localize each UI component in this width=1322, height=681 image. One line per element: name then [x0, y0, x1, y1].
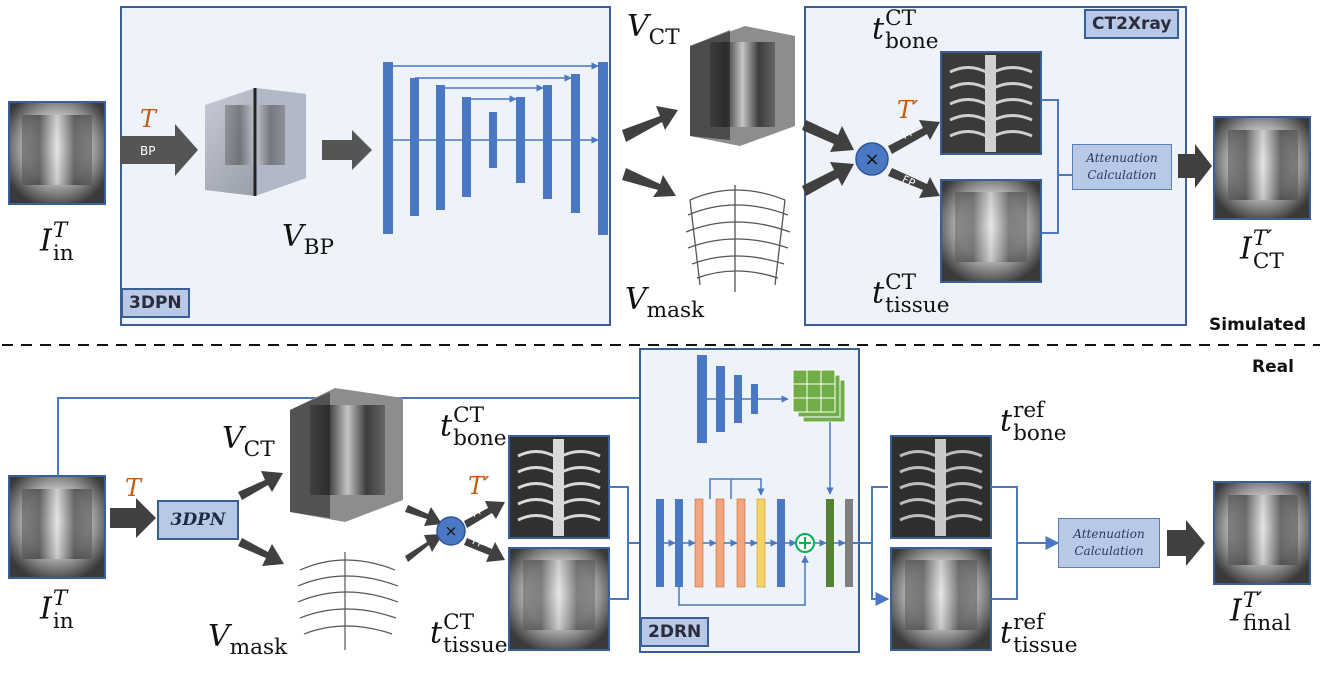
t-bone-ref-image — [890, 435, 992, 539]
transform-tprime-top: T′ — [897, 96, 919, 124]
t-tissue-ct-bottom-image — [508, 547, 610, 651]
feature-maps — [792, 369, 846, 423]
feature-encoder — [697, 355, 758, 443]
vct-volume-top — [690, 26, 795, 146]
label-v-mask-bottom: Vmask — [208, 619, 288, 660]
connector-tissue-to-atten-top — [1041, 158, 1059, 234]
vmask-volume-top — [685, 185, 791, 292]
arrow-vmask-to-mult-bottom — [405, 534, 443, 562]
simulated-label: Simulated — [1209, 315, 1307, 335]
arrow-to-output-top — [1178, 144, 1212, 188]
real-label: Real — [1252, 357, 1294, 377]
connector-bone-to-atten-top — [1041, 99, 1072, 176]
label-v-bp: VBP — [282, 219, 335, 260]
3dpn-panel — [120, 6, 611, 326]
attenuation-line1-bottom: Attenuation — [1073, 527, 1145, 541]
attenuation-line2-top: Calculation — [1087, 168, 1157, 182]
t-bone-ct-top-image — [940, 51, 1042, 155]
arrow-to-unet-top — [322, 130, 372, 170]
input-xray-bottom — [8, 475, 106, 579]
fp-arrow-bone-bottom — [464, 501, 505, 528]
attenuation-line2-bottom: Calculation — [1074, 544, 1144, 558]
arrow-vct-to-mult-top — [802, 120, 854, 152]
t-bone-ct-bottom-image — [508, 435, 610, 539]
3dpn-tag: 3DPN — [121, 288, 190, 318]
label-v-ct-bottom: VCT — [222, 421, 275, 462]
transform-t-top: T — [140, 105, 157, 133]
unet-skip-connections-top — [387, 62, 599, 144]
fp-arrow-bone-top — [888, 120, 940, 154]
input-xray-top — [8, 101, 106, 205]
bp-arrow — [120, 124, 198, 176]
t-tissue-ref-image — [890, 547, 992, 651]
transform-tprime-bottom: T′ — [468, 472, 490, 500]
output-xray-bottom — [1213, 481, 1311, 585]
vmask-volume-bottom — [297, 552, 399, 650]
vct-volume-bottom — [290, 388, 403, 522]
arrow-to-vct-bottom — [238, 471, 283, 500]
connector-input-to-encoder — [57, 391, 695, 476]
multiply-op-top — [855, 142, 889, 176]
transform-t-bottom: T — [125, 474, 142, 502]
arrow-to-vct-top — [622, 106, 678, 142]
label-v-ct-top: VCT — [627, 9, 680, 50]
fp-arrow-tissue-bottom — [464, 538, 505, 562]
svg-text:×: × — [445, 522, 458, 540]
output-xray-top — [1213, 116, 1311, 220]
residual-network — [656, 498, 853, 588]
2drn-tag: 2DRN — [640, 617, 710, 647]
vbp-volume — [205, 88, 306, 196]
arrow-vct-to-mult-bottom — [405, 505, 442, 526]
label-v-mask-top: Vmask — [625, 282, 705, 323]
arrow-to-output-bottom — [1167, 520, 1205, 566]
svg-text:×: × — [864, 149, 879, 170]
bp-label: BP — [140, 144, 156, 158]
arrow-to-3dpn-bottom — [110, 498, 156, 538]
connector-ref-to-atten — [991, 486, 1058, 600]
connector-2drn-to-ref — [853, 486, 888, 599]
t-tissue-ct-top-image — [940, 179, 1042, 283]
arrow-vmask-to-mult-top — [802, 162, 854, 196]
arrow-to-vmask-top — [622, 168, 676, 197]
ct2xray-tag: CT2Xray — [1084, 9, 1180, 39]
arrow-to-vmask-bottom — [238, 538, 284, 566]
fp-arrow-tissue-top — [888, 168, 940, 198]
attenuation-line1-top: Attenuation — [1086, 151, 1158, 165]
multiply-op-bottom — [436, 516, 466, 546]
3dpn-box-bottom: 3DPN — [157, 500, 239, 540]
